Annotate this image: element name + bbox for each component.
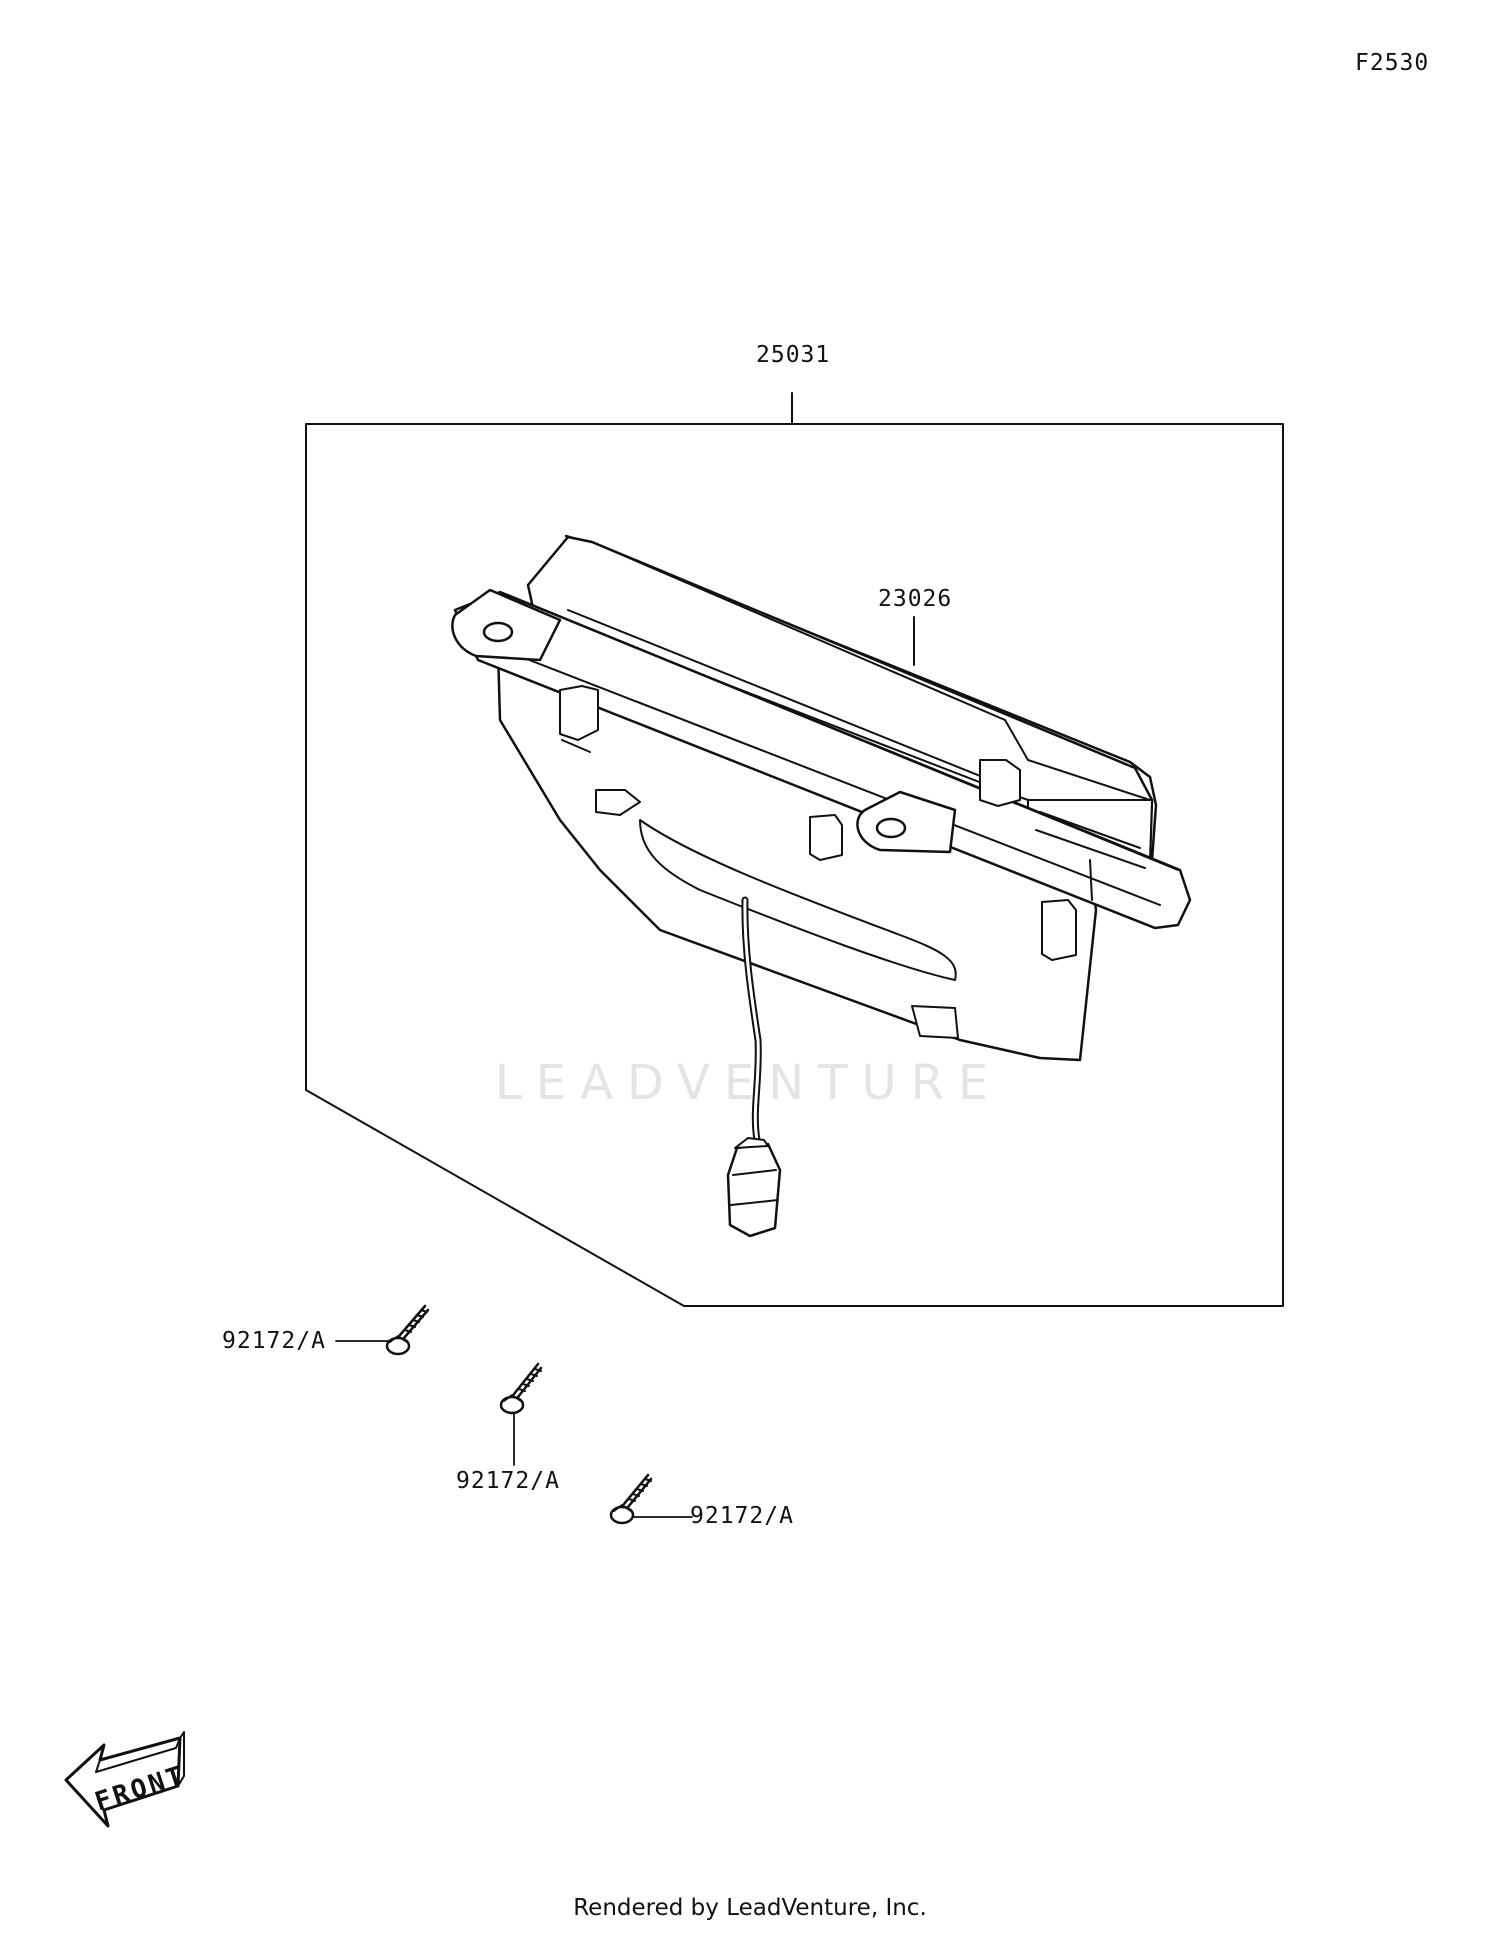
callout-23026: 23026 bbox=[878, 586, 953, 612]
screw-3-icon bbox=[609, 1473, 693, 1525]
figure-code: F2530 bbox=[1355, 50, 1430, 76]
screw-2-icon bbox=[499, 1362, 543, 1466]
footer-credit: Rendered by LeadVenture, Inc. bbox=[573, 1895, 927, 1921]
screw-1-icon bbox=[335, 1304, 430, 1356]
watermark: LEADVENTURE bbox=[495, 1055, 1003, 1111]
assembly-frame bbox=[305, 392, 1284, 1307]
wire-harness-icon bbox=[726, 896, 782, 1238]
callout-92172-a-3: 92172/A bbox=[690, 1503, 794, 1529]
callout-92172-a-2: 92172/A bbox=[456, 1468, 560, 1494]
callout-92172-a-1: 92172/A bbox=[222, 1328, 326, 1354]
front-arrow-icon: FRONT bbox=[64, 1731, 189, 1828]
meter-assembly-icon bbox=[451, 534, 1192, 1062]
callout-25031: 25031 bbox=[756, 342, 831, 368]
